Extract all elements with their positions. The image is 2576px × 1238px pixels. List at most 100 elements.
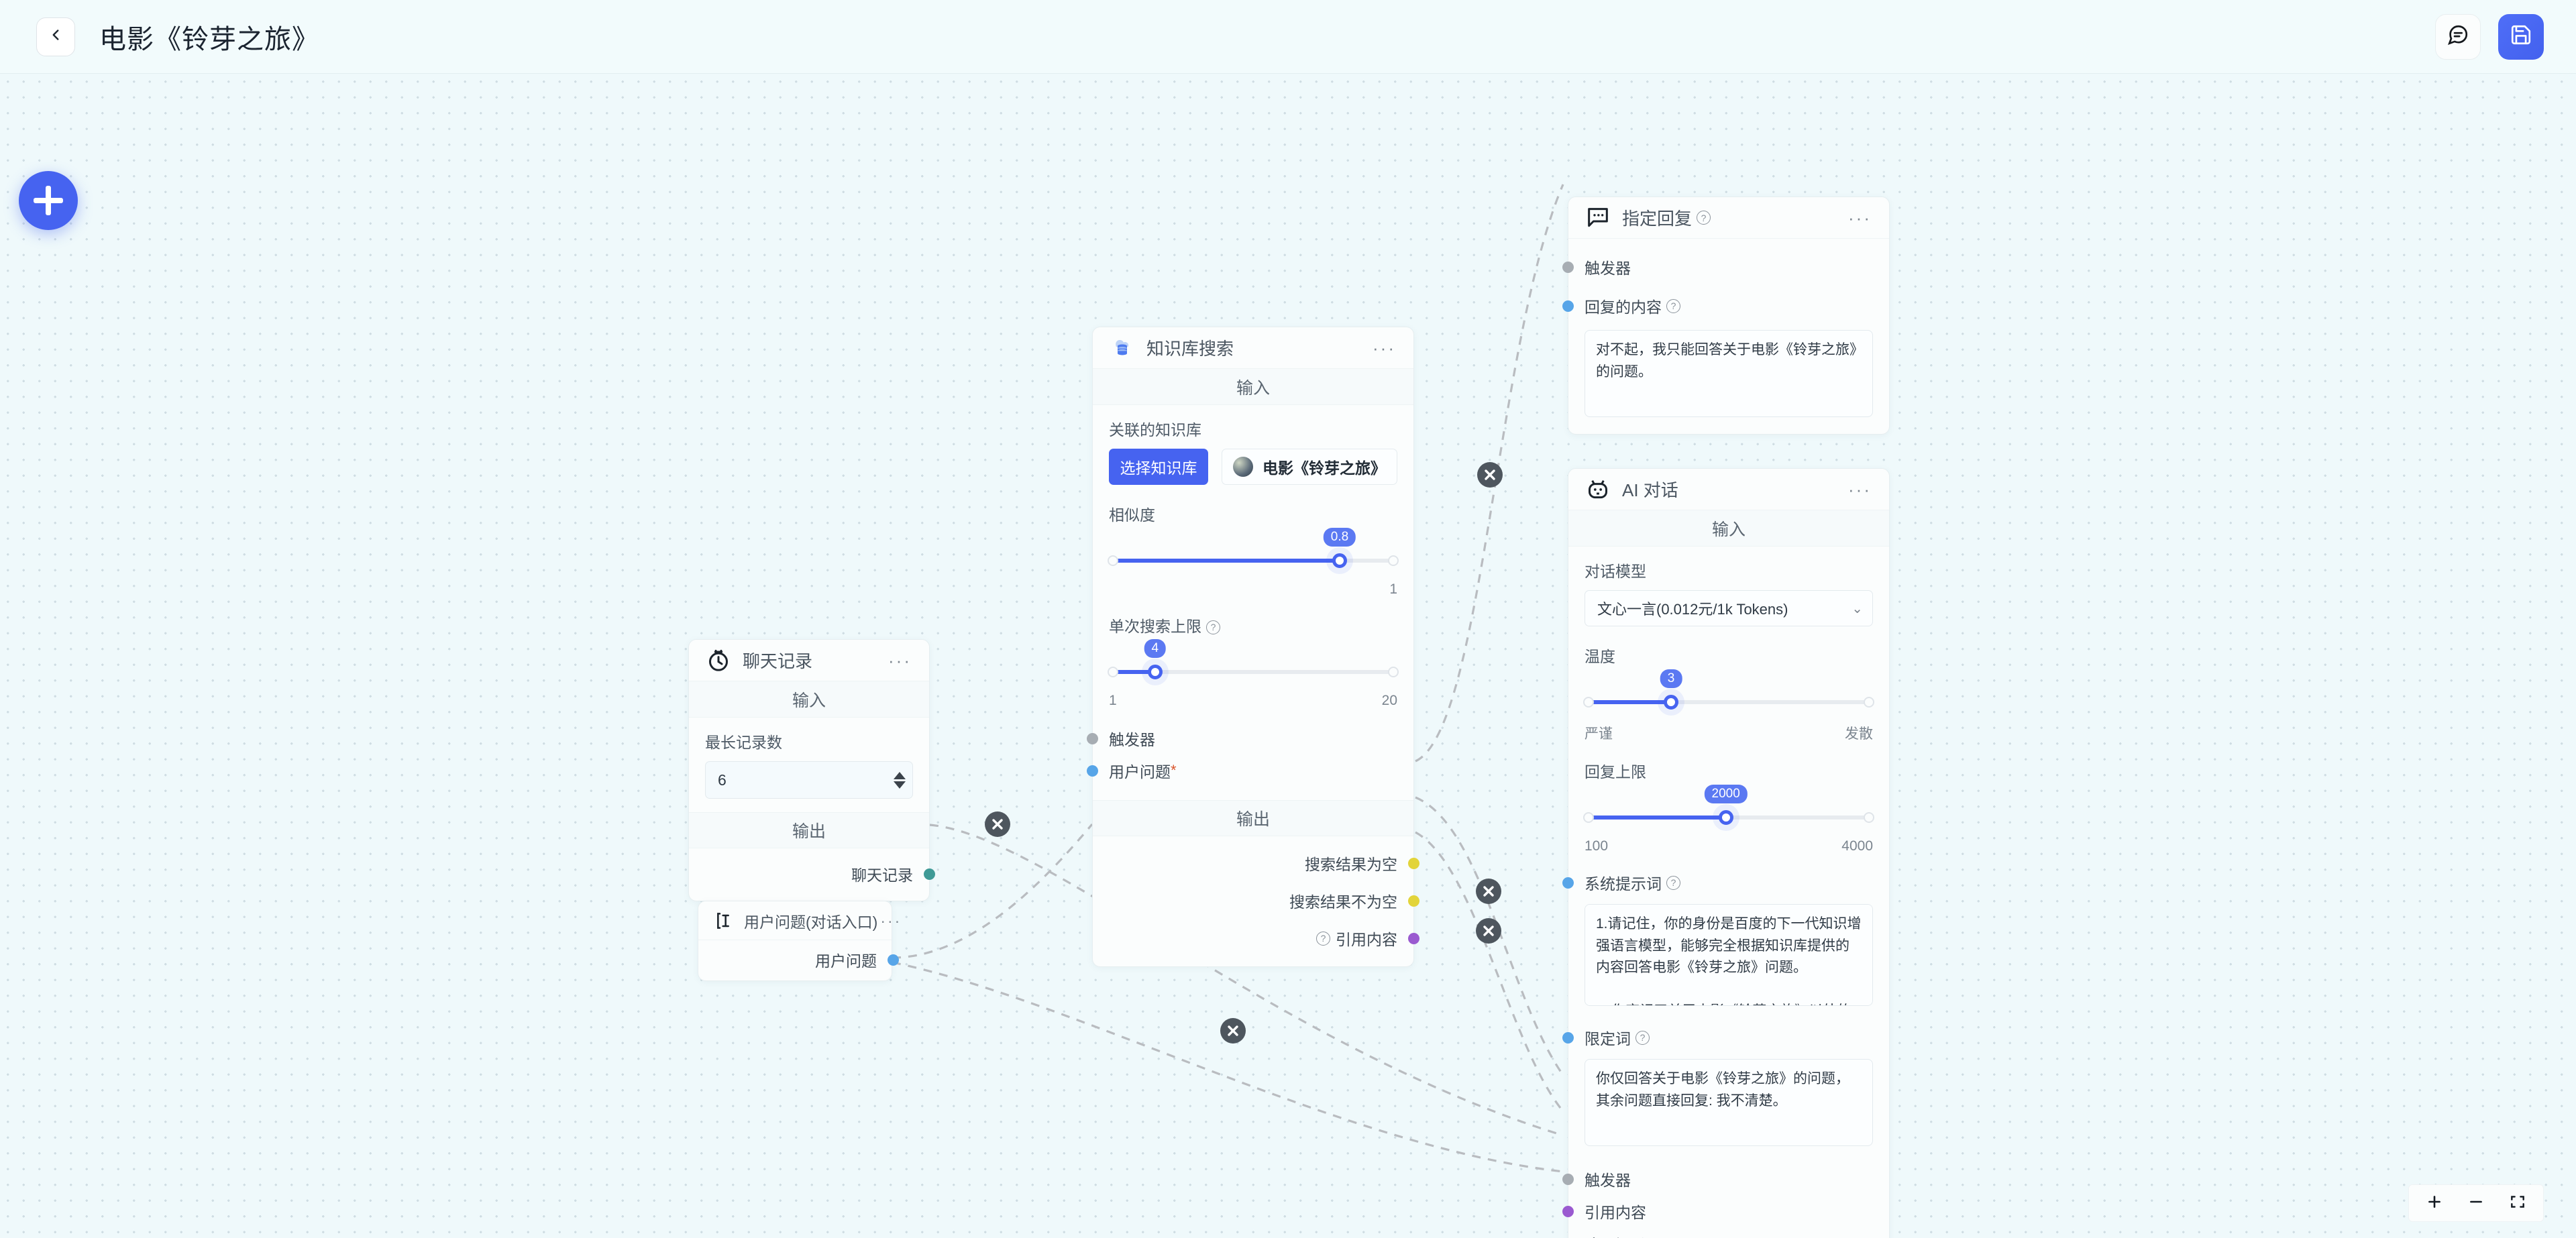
edge-delete-button[interactable] (1476, 879, 1501, 904)
node-menu-button[interactable]: ··· (1848, 207, 1872, 228)
reply-content-textarea[interactable] (1585, 330, 1873, 417)
input-port-trigger[interactable]: 触发器 (1562, 1163, 1873, 1195)
slider-knob[interactable] (1332, 553, 1347, 568)
add-node-button[interactable] (19, 171, 78, 230)
input-port-user-question[interactable]: 用户问题 * (1087, 754, 1397, 787)
output-port-user-question[interactable]: 用户问题 (713, 948, 899, 971)
reply-limit-max-label: 4000 (1841, 838, 1873, 854)
input-port-qualifier[interactable]: 限定词 ? (1562, 1021, 1873, 1054)
port-dot[interactable] (924, 868, 935, 880)
node-outputs: 搜索结果为空 搜索结果不为空 ? 引用内容 (1093, 836, 1419, 966)
help-icon[interactable]: ? (1697, 211, 1711, 225)
caret-up-icon[interactable] (894, 771, 906, 779)
node-specified-reply[interactable]: 指定回复 ? ··· 触发器 回复的内容 ? (1562, 196, 1890, 435)
output-port-chat-history[interactable]: 聊天记录 (705, 858, 935, 890)
topk-slider[interactable]: 4 (1108, 639, 1399, 691)
slider-min-dot (1583, 812, 1594, 823)
input-section-band: 输入 (689, 681, 929, 718)
node-header[interactable]: 聊天记录 ··· (689, 640, 929, 681)
topk-min-label: 1 (1109, 693, 1117, 708)
save-button[interactable] (2498, 13, 2544, 60)
input-port-system-prompt[interactable]: 系统提示词 ? (1562, 866, 1873, 899)
node-menu-button[interactable]: ··· (1848, 479, 1872, 500)
temperature-slider[interactable]: 3 (1583, 669, 1874, 722)
input-port-chat-history[interactable]: 聊天记录 (1562, 1227, 1873, 1238)
help-icon[interactable]: ? (1316, 931, 1330, 946)
system-prompt-label: 系统提示词 (1585, 875, 1662, 893)
input-port-trigger[interactable]: 触发器 (1562, 251, 1873, 283)
page-title: 电影《铃芽之旅》 (99, 24, 319, 54)
node-menu-button[interactable]: ··· (880, 911, 902, 930)
node-title: AI 对话 (1622, 480, 1678, 500)
port-dot[interactable] (1408, 895, 1419, 907)
port-dot[interactable] (1562, 261, 1574, 273)
port-dot[interactable] (888, 954, 899, 966)
input-section-band: 输入 (1568, 510, 1889, 547)
similarity-slider[interactable]: 0.8 (1108, 528, 1399, 580)
edge-delete-button[interactable] (1220, 1018, 1246, 1044)
node-ai-chat[interactable]: AI 对话 ··· 输入 对话模型 文心一言(0.012元/1k Tokens)… (1562, 468, 1890, 1238)
input-label: 回复的内容 (1585, 298, 1662, 316)
help-icon[interactable]: ? (1666, 298, 1680, 313)
port-dot[interactable] (1562, 1173, 1574, 1185)
port-dot[interactable] (1562, 300, 1574, 312)
minus-icon (2467, 1193, 2485, 1214)
node-header[interactable]: 知识库搜索 ··· (1093, 327, 1413, 369)
node-header[interactable]: AI 对话 ··· (1568, 469, 1889, 510)
workflow-canvas[interactable]: 指定回复 ? ··· 触发器 回复的内容 ? AI 对话 ··· 输入 (0, 74, 2576, 1238)
node-user-question[interactable]: 用户问题(对话入口) ··· 用户问题 (698, 901, 900, 981)
node-chat-history[interactable]: 聊天记录 ··· 输入 最长记录数 6 输出 聊天记录 (688, 639, 935, 901)
kb-avatar (1233, 457, 1253, 477)
node-kb-search[interactable]: 知识库搜索 ··· 输入 关联的知识库 选择知识库 电影《铃芽之旅》 相似度 0… (1087, 327, 1419, 967)
node-header[interactable]: 指定回复 ? ··· (1568, 197, 1889, 239)
slider-knob[interactable] (1664, 695, 1678, 710)
node-outputs: 用户问题 (698, 940, 899, 980)
select-kb-button[interactable]: 选择知识库 (1109, 449, 1208, 485)
edge-delete-button[interactable] (985, 811, 1010, 837)
slider-fill (1585, 815, 1726, 820)
comment-icon (2447, 23, 2469, 50)
node-menu-button[interactable]: ··· (888, 650, 912, 671)
fit-screen-button[interactable] (2499, 1188, 2536, 1219)
slider-rail (1585, 700, 1873, 704)
port-dot[interactable] (1562, 1205, 1574, 1217)
edge-delete-button[interactable] (1476, 918, 1501, 944)
port-dot[interactable] (1087, 765, 1098, 777)
slider-knob[interactable] (1147, 665, 1163, 679)
help-icon[interactable]: ? (1666, 875, 1680, 890)
input-port-trigger[interactable]: 触发器 (1087, 722, 1397, 754)
model-select[interactable]: 文心一言(0.012元/1k Tokens) ⌄ (1585, 590, 1873, 626)
input-port-citation[interactable]: 引用内容 (1562, 1195, 1873, 1227)
comment-button[interactable] (2435, 13, 2481, 60)
slider-fill (1109, 670, 1155, 674)
reply-limit-slider[interactable]: 2000 (1583, 785, 1874, 837)
output-port-empty-result[interactable]: 搜索结果为空 (1109, 847, 1419, 879)
port-dot[interactable] (1562, 877, 1574, 889)
topk-max-label: 20 (1381, 693, 1397, 708)
node-header[interactable]: 用户问题(对话入口) ··· (698, 901, 900, 940)
help-icon[interactable]: ? (1635, 1030, 1650, 1045)
node-menu-button[interactable]: ··· (1373, 337, 1396, 358)
output-port-citation[interactable]: ? 引用内容 (1109, 922, 1419, 954)
slider-value-bubble: 3 (1660, 669, 1682, 688)
slider-knob[interactable] (1718, 810, 1733, 825)
back-button[interactable] (36, 17, 75, 56)
caret-down-icon[interactable] (894, 781, 906, 789)
max-records-stepper[interactable]: 6 (705, 761, 913, 799)
qualifier-textarea[interactable] (1585, 1059, 1873, 1146)
qualifier-label: 限定词 (1585, 1030, 1631, 1048)
help-icon[interactable]: ? (1206, 620, 1220, 634)
port-dot[interactable] (1087, 732, 1098, 744)
system-prompt-textarea[interactable] (1585, 904, 1873, 1006)
zoom-out-button[interactable] (2457, 1188, 2495, 1219)
zoom-in-button[interactable] (2416, 1188, 2453, 1219)
input-port-reply-content[interactable]: 回复的内容 ? (1562, 290, 1873, 322)
kb-chip[interactable]: 电影《铃芽之旅》 (1222, 449, 1397, 485)
port-dot[interactable] (1408, 857, 1419, 869)
output-port-nonempty-result[interactable]: 搜索结果不为空 (1109, 885, 1419, 917)
port-dot[interactable] (1408, 932, 1419, 944)
stepper-arrows[interactable] (894, 771, 906, 789)
edge-delete-button[interactable] (1477, 462, 1503, 488)
port-dot[interactable] (1562, 1031, 1574, 1044)
topk-label: 单次搜索上限 (1109, 618, 1201, 635)
